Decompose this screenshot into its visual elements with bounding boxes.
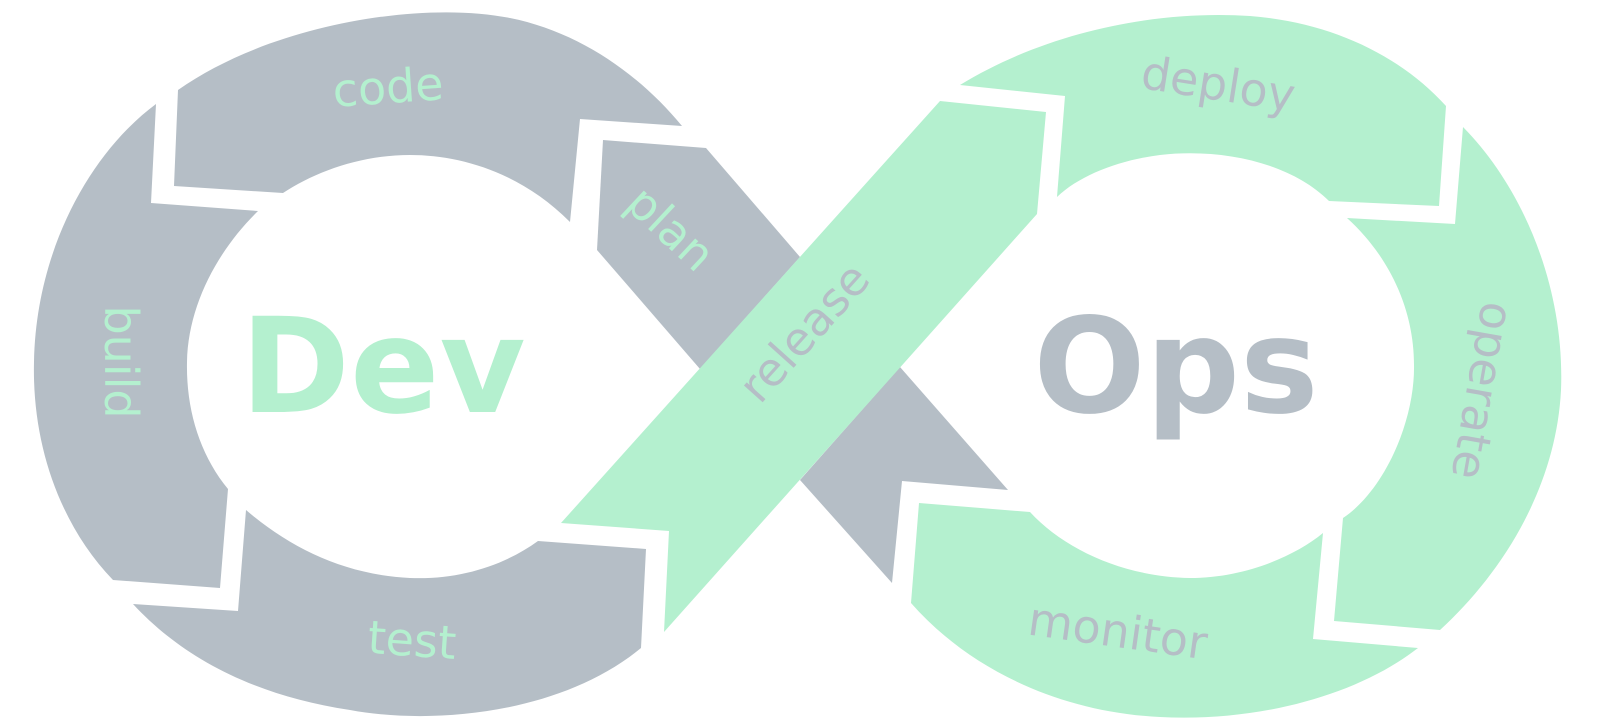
operate-segment (1334, 127, 1562, 630)
code-segment (174, 12, 682, 223)
stage-label-test: test (366, 610, 458, 670)
build-segment (33, 104, 258, 588)
plan-segment (597, 140, 800, 369)
dev-to-ops-arrow-segment (800, 367, 1008, 583)
ops-title: Ops (1033, 290, 1318, 444)
test-segment (133, 510, 646, 717)
stage-label-code: code (331, 56, 445, 118)
dev-title: Dev (240, 290, 525, 444)
stage-label-build: build (94, 305, 148, 418)
monitor-segment (911, 503, 1418, 718)
release-segment (561, 101, 1046, 632)
deploy-segment (960, 14, 1446, 206)
